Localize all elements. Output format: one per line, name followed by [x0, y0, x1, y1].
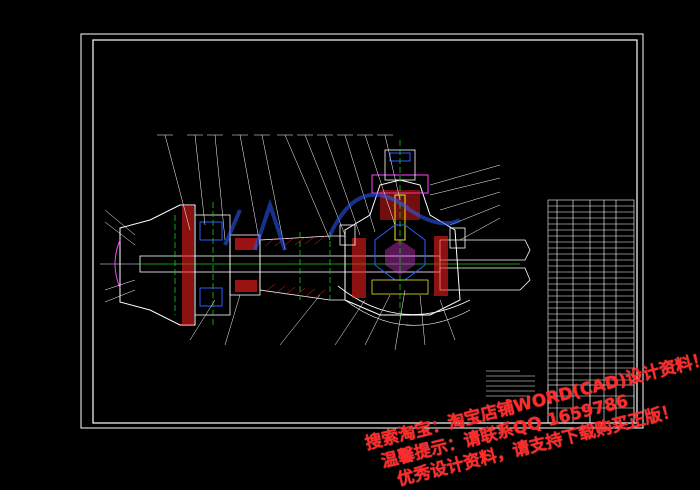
leader-line	[104, 279, 136, 291]
leader-line	[284, 134, 331, 241]
leader-line	[334, 299, 366, 346]
left-wheel-hub	[119, 204, 196, 326]
outer-frame	[80, 33, 644, 429]
leader-line	[189, 299, 216, 341]
leader-line	[104, 221, 136, 246]
leader-line	[364, 294, 391, 346]
leader-line	[364, 134, 396, 226]
axle-assembly	[100, 140, 531, 326]
leader-line	[459, 217, 501, 241]
leader-line	[104, 209, 136, 236]
leader-lines	[104, 134, 501, 351]
leader-line	[429, 177, 501, 196]
leader-line	[344, 134, 376, 233]
leader-line	[104, 289, 136, 303]
leader-line	[239, 134, 261, 246]
leader-line	[214, 134, 226, 241]
leader-line	[194, 134, 206, 226]
leader-line	[324, 134, 361, 236]
leader-line	[261, 134, 286, 251]
parts-list-table	[547, 199, 635, 424]
leader-line	[419, 294, 426, 346]
leader-line	[279, 294, 321, 346]
leader-line	[224, 294, 241, 346]
leader-line	[164, 134, 191, 231]
inner-frame	[92, 39, 638, 424]
logo-watermark	[223, 192, 461, 251]
leader-line	[439, 299, 456, 341]
leader-line	[384, 134, 401, 201]
title-block	[547, 384, 635, 424]
leader-line	[429, 164, 501, 186]
technical-notes	[486, 370, 535, 397]
leader-line	[439, 191, 501, 211]
leader-line	[394, 289, 406, 351]
